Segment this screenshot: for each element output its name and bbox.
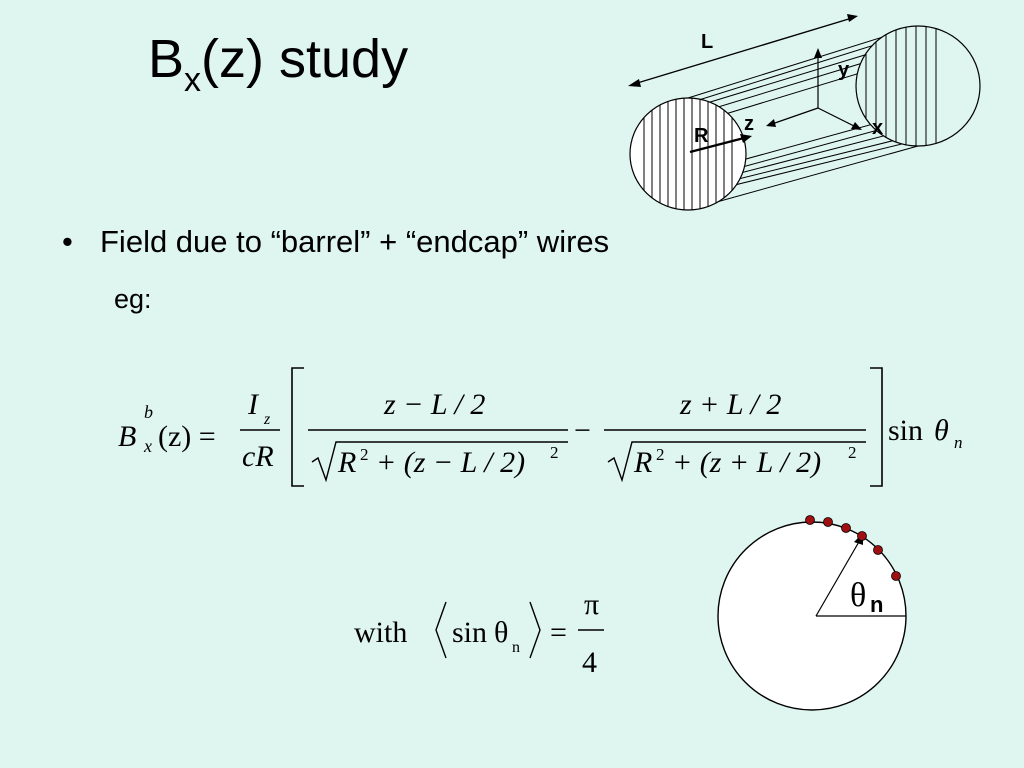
term1-sqrt	[311, 441, 568, 483]
left-endcap-wires	[643, 98, 733, 210]
left-bracket	[291, 367, 304, 487]
term2-sqrt	[607, 441, 866, 483]
title-main: B	[148, 29, 185, 89]
right-bracket	[870, 367, 883, 487]
formula-theta: θ	[934, 414, 949, 447]
formula-B: B	[118, 420, 136, 453]
formula-sub-x: x	[143, 436, 152, 456]
term1-rest-exp: 2	[550, 443, 559, 462]
label-L: L	[701, 31, 713, 53]
wire-dot	[891, 571, 901, 581]
bullet-item: • Field due to “barrel” + “endcap” wires	[62, 224, 609, 260]
bullet-dot: •	[62, 224, 73, 259]
page-title: Bx(z) study	[148, 29, 409, 97]
term1-R: R	[337, 446, 356, 479]
theta-label-sub: n	[870, 592, 883, 617]
wire-dot	[873, 545, 883, 555]
formula-I: I	[247, 388, 260, 421]
formula-lhs-arg: (z) =	[158, 420, 216, 453]
label-y: y	[838, 59, 850, 81]
term2-R: R	[633, 446, 652, 479]
term2-numerator: z + L / 2	[679, 388, 781, 421]
formula-cR: cR	[242, 440, 274, 473]
term2-rest-exp: 2	[848, 443, 857, 462]
label-x: x	[872, 117, 883, 139]
avg-equals: =	[550, 616, 567, 649]
avg-right-angle	[529, 601, 541, 659]
label-R: R	[694, 125, 709, 147]
wire-dot	[841, 523, 851, 533]
avg-theta-sub: n	[512, 639, 520, 656]
term1-rest: + (z − L / 2)	[376, 446, 525, 479]
title-rest: (z) study	[201, 29, 409, 89]
formula-minus: −	[574, 414, 591, 447]
formula-sin: sin	[888, 414, 923, 447]
formula-I-sub: z	[263, 411, 271, 428]
bullet-text: Field due to “barrel” + “endcap” wires	[100, 224, 610, 259]
wire-dot	[857, 531, 867, 541]
term2-R-exp: 2	[656, 445, 665, 464]
formula-sup-b: b	[144, 402, 153, 422]
avg-left-angle	[435, 601, 447, 659]
right-endcap	[855, 25, 981, 147]
title-subscript: x	[184, 61, 202, 99]
left-endcap	[629, 97, 747, 211]
avg-sin: sin	[452, 616, 487, 649]
wire-dot	[823, 517, 833, 527]
term1-R-exp: 2	[360, 445, 369, 464]
wire-dots	[805, 515, 901, 581]
term2-rest: + (z + L / 2)	[672, 446, 821, 479]
avg-with: with	[354, 616, 407, 649]
radius-angled	[815, 539, 861, 617]
avg-pi: π	[584, 588, 599, 621]
theta-label: θ	[850, 577, 866, 614]
avg-theta: θ	[494, 616, 508, 649]
formula-theta-sub: n	[954, 433, 963, 452]
avg-four: 4	[582, 646, 597, 679]
sub-bullet: eg:	[114, 284, 152, 314]
label-z: z	[744, 113, 754, 135]
term1-numerator: z − L / 2	[383, 388, 485, 421]
wire-dot	[805, 515, 815, 525]
